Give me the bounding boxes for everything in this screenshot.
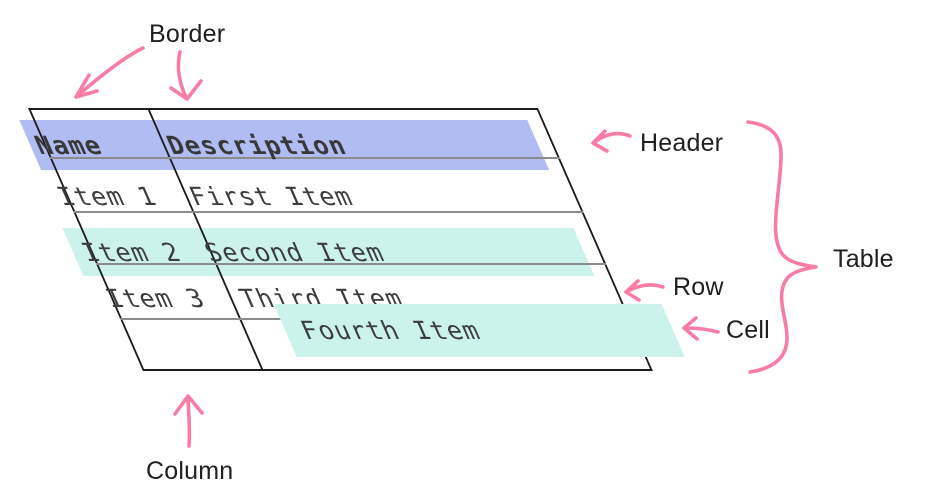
table-cell-first-item: First Item <box>184 182 358 211</box>
column-arrow-icon <box>173 394 204 448</box>
header-cell-description: Description <box>162 131 352 160</box>
cell-label: Cell <box>726 316 770 344</box>
border-arrow-straight-icon <box>169 50 203 101</box>
table: Name Description Item 1 First Item Item … <box>19 108 685 371</box>
table-cell-second-item: Second Item <box>199 238 390 267</box>
header-label: Header <box>640 129 724 157</box>
row-label: Row <box>673 273 724 301</box>
border-arrow-curved-icon <box>74 46 145 99</box>
cell-arrow-icon <box>682 316 720 341</box>
table-cell-item1: Item 1 <box>52 182 162 211</box>
column-label: Column <box>146 457 234 485</box>
row-arrow-icon <box>624 279 665 302</box>
border-label: Border <box>149 20 226 48</box>
table-cell-item3: Item 3 <box>100 284 210 313</box>
table-cell-fourth-item: Fourth Item <box>295 316 486 345</box>
header-arrow-icon <box>591 129 632 153</box>
cell-highlight: Fourth Item <box>273 304 685 357</box>
table-label: Table <box>833 245 894 273</box>
table-cell-item2: Item 2 <box>76 238 186 267</box>
row-border <box>72 211 584 213</box>
header-cell-name: Name <box>30 131 107 160</box>
